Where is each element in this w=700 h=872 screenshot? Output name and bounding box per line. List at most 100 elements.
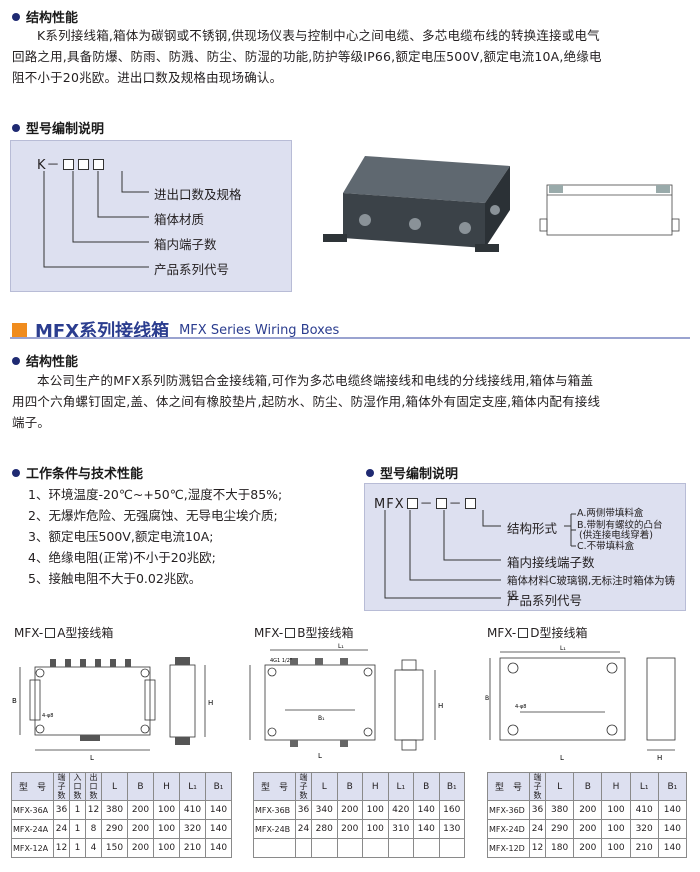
table-cell: 100 <box>601 800 631 820</box>
k-model-diagram: K－ 进出口数及规格 箱体材质 箱内端子数 产品系列代号 <box>10 140 292 292</box>
table-cell: 24 <box>295 819 312 839</box>
table-header-cell: L <box>544 772 575 801</box>
table-cell: 140 <box>205 800 232 820</box>
table-cell: MFX-12A <box>11 838 54 858</box>
table-cell: MFX-24D <box>487 819 530 839</box>
section-heading-model: 型号编制说明 <box>12 118 104 137</box>
table-cell: 100 <box>362 819 389 839</box>
table-cell: MFX-36B <box>253 800 296 820</box>
list-item: 4、绝缘电阻(正常)不小于20兆欧; <box>28 550 216 565</box>
work-conditions-list: 1、环境温度-20℃~+50℃,湿度不大于85%; 2、无爆炸危险、无强腐蚀、无… <box>28 484 282 589</box>
table-cell: 4 <box>85 838 102 858</box>
table-header-cell: 端子数 <box>295 772 312 801</box>
table-cell: 160 <box>438 800 465 820</box>
table-header-cell: B <box>127 772 154 801</box>
table-cell: 140 <box>413 819 440 839</box>
table-cell: 200 <box>336 800 363 820</box>
table-cell: 1 <box>69 800 86 820</box>
mfx-model-heading: 型号编制说明 <box>366 463 458 482</box>
dim-label-h: H <box>438 702 443 710</box>
bullet-icon <box>366 468 374 477</box>
dim-label-h: H <box>208 699 213 707</box>
mfx-section-title: MFX系列接线箱 MFX Series Wiring Boxes <box>12 317 339 343</box>
table-cell: 410 <box>179 800 206 820</box>
dim-label-l1: L₁ <box>338 643 344 650</box>
dim-label-hole: 4-φ8 <box>42 713 53 719</box>
table-header-cell: B <box>573 772 603 801</box>
table-cell: 320 <box>629 819 659 839</box>
table-header-cell: L <box>311 772 338 801</box>
table-cell: 140 <box>657 819 688 839</box>
table-cell: 100 <box>153 800 180 820</box>
table-header-cell: L₁ <box>179 772 206 801</box>
table-cell: 150 <box>101 838 128 858</box>
drawing-b: 4G1 1/2" L₁ L B₁ H <box>249 643 443 760</box>
table-cell: 140 <box>413 800 440 820</box>
dim-label-l: L <box>560 754 564 762</box>
orange-square-icon <box>12 322 27 338</box>
table-cell <box>362 838 389 858</box>
k-model-lines <box>43 171 149 268</box>
table-header-cell: 入口数 <box>69 772 86 801</box>
table-cell: 200 <box>573 819 603 839</box>
table-cell: 100 <box>153 838 180 858</box>
table-cell: 200 <box>127 838 154 858</box>
table-cell: 280 <box>311 819 338 839</box>
dim-label-b: B <box>12 697 17 705</box>
table-cell: 100 <box>153 819 180 839</box>
table-cell: 210 <box>629 838 659 858</box>
k-label-ports: 进出口数及规格 <box>154 187 242 202</box>
mfx-structure-heading: 结构性能 <box>12 351 78 370</box>
table-cell <box>438 838 465 858</box>
mfx-label-material: 箱体材料C玻璃钢,无标注时箱体为铸铝 <box>507 575 676 602</box>
bullet-icon <box>12 468 20 477</box>
table-header-cell: B₁ <box>205 772 232 801</box>
table-cell: 200 <box>336 819 363 839</box>
table-header-cell: L₁ <box>387 772 414 801</box>
table-cell: 1 <box>69 838 86 858</box>
structure-paragraph: K系列接线箱,箱体为碳钢或不锈钢,供现场仪表与控制中心之间电缆、多芯电缆布线的转… <box>12 28 602 85</box>
table-cell: 380 <box>101 800 128 820</box>
table-cell: 140 <box>657 800 688 820</box>
table-cell: 12 <box>529 838 546 858</box>
table-header-cell: B₁ <box>438 772 465 801</box>
dim-label-h: H <box>657 754 662 762</box>
k-model-code: K－ <box>37 154 106 173</box>
table-cell: 8 <box>85 819 102 839</box>
table-cell: MFX-12D <box>487 838 530 858</box>
diagram-a-title: MFX-A型接线箱 <box>14 626 114 640</box>
work-conditions-heading: 工作条件与技术性能 <box>12 463 143 482</box>
k-label-material: 箱体材质 <box>154 212 205 227</box>
list-item: 5、接触电阻不大于0.02兆欧。 <box>28 571 202 586</box>
table-header-cell: 端子数 <box>529 772 546 801</box>
diagram-d-title: MFX-D型接线箱 <box>487 626 588 640</box>
table-cell: 410 <box>629 800 659 820</box>
mfx-label-form-c: C.不带填料盒 <box>577 541 635 552</box>
mfx-label-series: 产品系列代号 <box>507 593 583 608</box>
table-header-cell: H <box>601 772 631 801</box>
dim-label-l: L <box>318 752 322 760</box>
table-cell: 100 <box>601 819 631 839</box>
dim-label-hole: 4-φ8 <box>515 704 526 710</box>
bullet-icon <box>12 123 20 132</box>
table-row <box>253 838 465 858</box>
section-divider <box>10 337 690 339</box>
table-cell: 24 <box>53 819 70 839</box>
table-cell: 36 <box>53 800 70 820</box>
dim-label-thread: 4G1 1/2" <box>270 658 292 664</box>
dim-label-b1: B₁ <box>318 715 325 722</box>
table-cell: 130 <box>438 819 465 839</box>
table-cell <box>295 838 312 858</box>
table-cell: 420 <box>387 800 414 820</box>
table-header-cell: B₁ <box>657 772 688 801</box>
mfx-label-terminals: 箱内接线端子数 <box>507 555 595 570</box>
mfx-model-code: MFX－－ <box>374 493 478 512</box>
